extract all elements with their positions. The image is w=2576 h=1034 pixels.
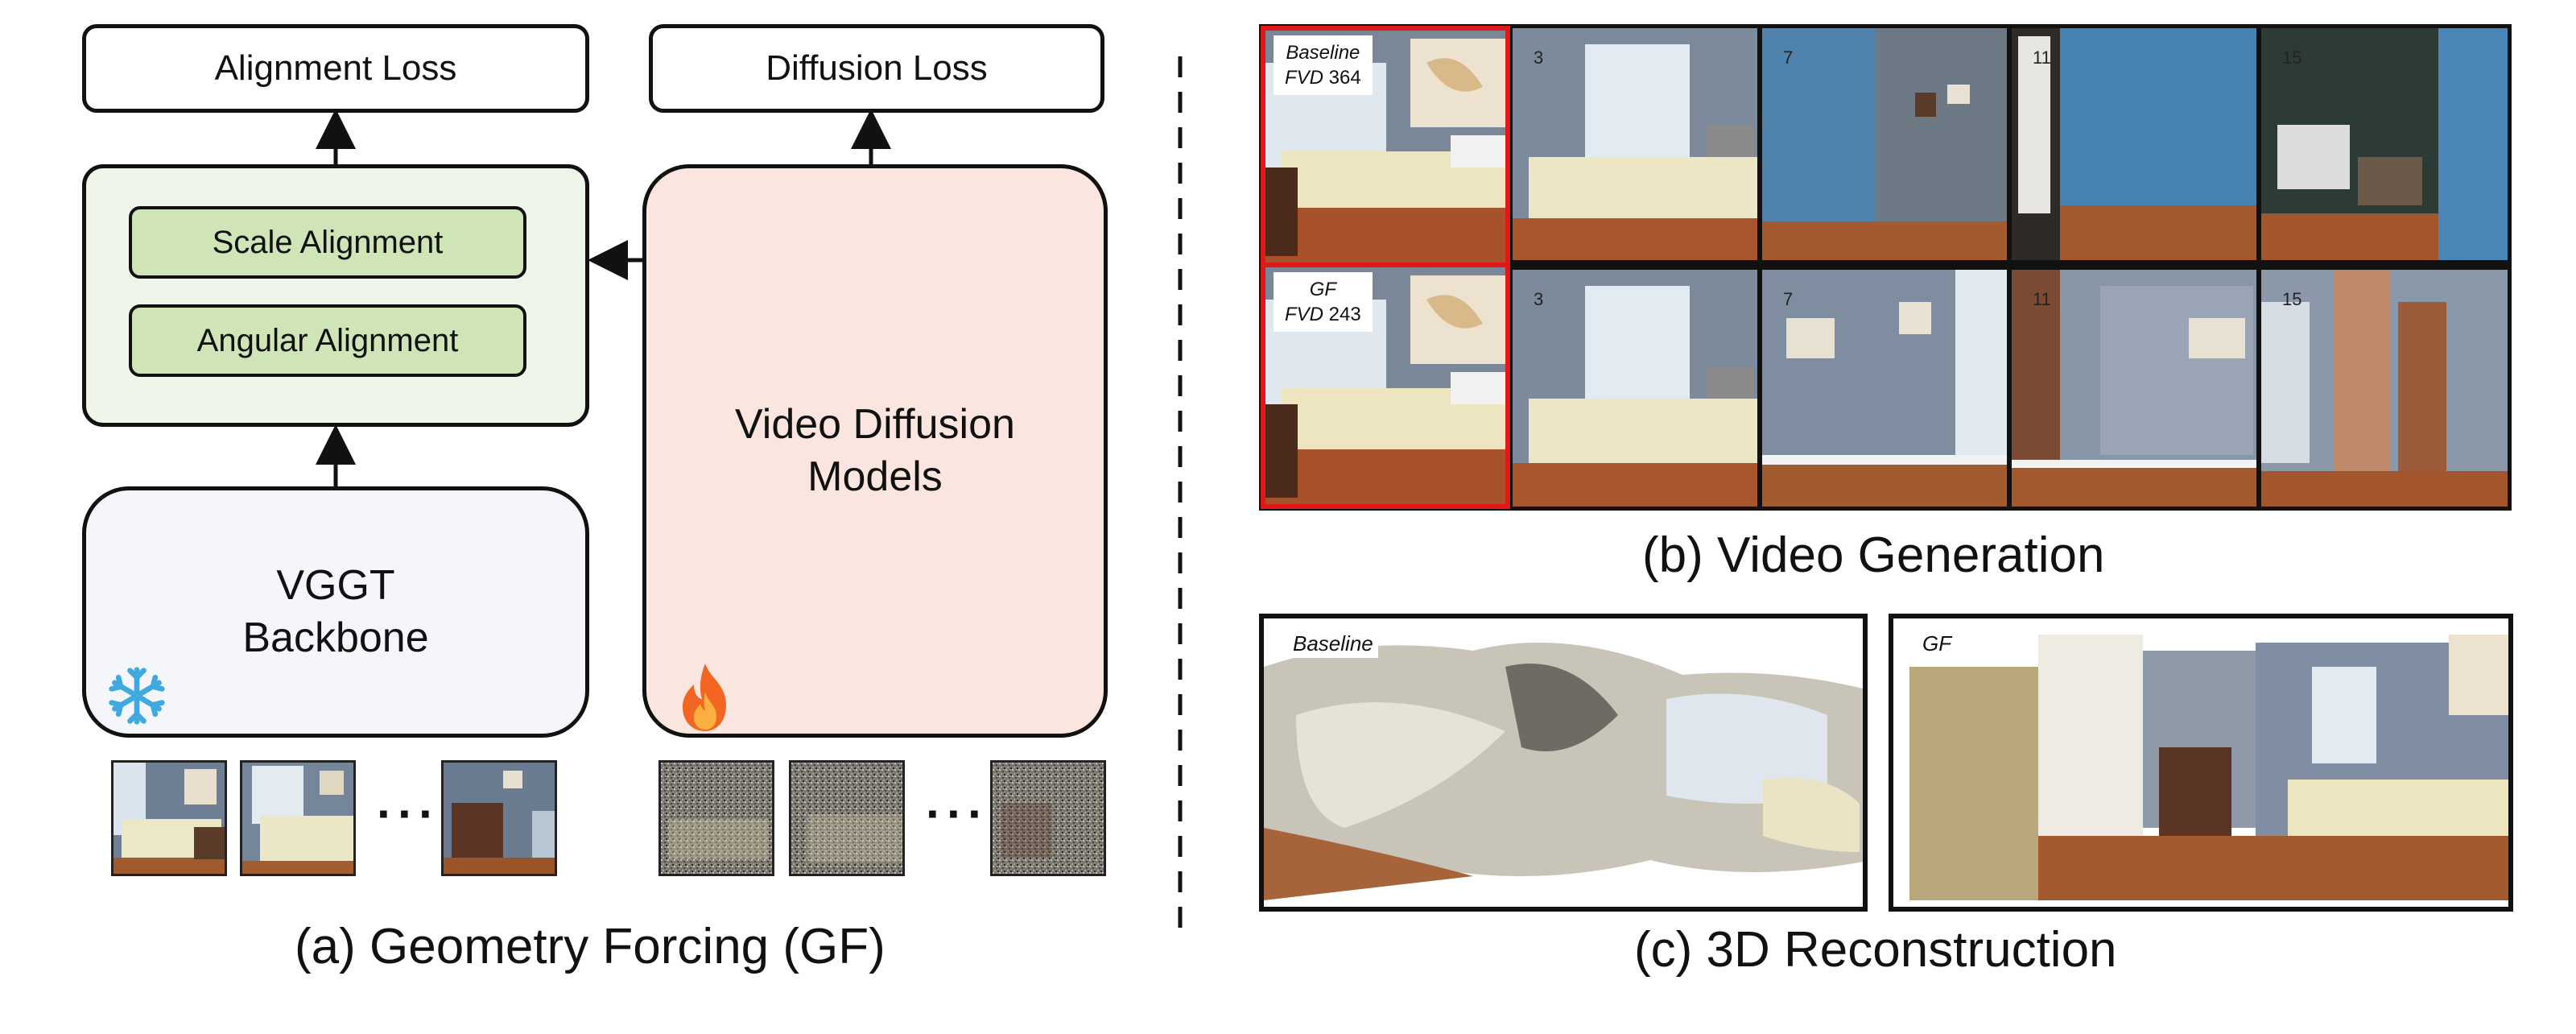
gf-frame-0: GF FVD 243 <box>1261 263 1510 509</box>
baseline-frame-7-number: 7 <box>1783 48 1794 68</box>
alignment-loss-box: Alignment Loss <box>82 24 589 113</box>
vggt-label-line1: VGGT <box>276 562 395 609</box>
vdm-label-line1: Video Diffusion <box>735 401 1015 448</box>
gf-frame-7-number: 7 <box>1783 289 1794 309</box>
baseline-frame-11-number: 11 <box>2033 48 2051 68</box>
gf-reconstruction: GF <box>1889 614 2513 912</box>
gf-frame-15-number: 15 <box>2282 289 2302 309</box>
vggt-input-frame-n <box>441 760 557 876</box>
gf-frame-11-number: 11 <box>2033 289 2051 309</box>
noisy-frame-n <box>990 760 1106 876</box>
panel-divider <box>1178 56 1183 942</box>
baseline-frame-7: 7 <box>1760 26 2009 263</box>
gf-frame-7: 7 <box>1760 267 2009 509</box>
vggt-input-ellipsis: ··· <box>377 787 440 841</box>
baseline-frame-11: 11 <box>2009 26 2259 263</box>
panel-c-caption: (c) 3D Reconstruction <box>1634 922 2117 978</box>
baseline-reconstruction: Baseline <box>1259 614 1868 912</box>
alignment-loss-label: Alignment Loss <box>214 48 457 88</box>
noisy-frame-2 <box>789 760 905 876</box>
scale-alignment-label: Scale Alignment <box>212 224 444 260</box>
panel-a-caption: (a) Geometry Forcing (GF) <box>295 919 886 974</box>
scale-alignment-block: Scale Alignment <box>129 206 526 279</box>
baseline-frame-3: 3 <box>1510 26 1760 263</box>
baseline-frame-0: Baseline FVD 364 <box>1261 26 1510 267</box>
snowflake-icon <box>109 667 165 725</box>
angular-alignment-label: Angular Alignment <box>196 322 459 358</box>
gf-fvd-metric: FVD <box>1285 304 1323 326</box>
vggt-backbone-box: VGGT Backbone <box>82 486 589 738</box>
video-diffusion-models-box: Video Diffusion Models <box>642 164 1108 738</box>
arrows-layer <box>316 109 891 486</box>
noisy-frame-1 <box>658 760 774 876</box>
gf-frame-15: 15 <box>2259 267 2510 509</box>
gf-frame-3-number: 3 <box>1534 289 1544 309</box>
angular-alignment-block: Angular Alignment <box>129 304 526 377</box>
vggt-label-line2: Backbone <box>242 614 429 661</box>
gf-frame-3: 3 <box>1510 267 1760 509</box>
gf-reconstruction-tag: GF <box>1918 630 1957 658</box>
baseline-fvd-value: 364 <box>1328 67 1361 89</box>
gf-label-card: GF FVD 243 <box>1274 272 1373 333</box>
baseline-frame-3-number: 3 <box>1534 48 1544 68</box>
gf-label-name: GF <box>1309 279 1337 300</box>
baseline-label-card: Baseline FVD 364 <box>1274 35 1373 96</box>
baseline-label-name: Baseline <box>1286 42 1360 64</box>
grid-row-divider <box>1510 263 2512 267</box>
gf-fvd-value: 243 <box>1328 304 1361 326</box>
baseline-frame-15-number: 15 <box>2282 48 2302 68</box>
baseline-frame-15: 15 <box>2259 26 2510 263</box>
panel-b-caption: (b) Video Generation <box>1642 527 2105 583</box>
vggt-input-frame-2 <box>240 760 356 876</box>
noisy-frames-ellipsis: ··· <box>926 787 989 841</box>
gf-frame-11: 11 <box>2009 267 2259 509</box>
baseline-reconstruction-tag: Baseline <box>1288 630 1378 658</box>
diffusion-loss-label: Diffusion Loss <box>766 48 988 88</box>
fire-icon <box>683 664 726 731</box>
vggt-input-frame-1 <box>111 760 227 876</box>
vdm-label-line2: Models <box>807 453 943 500</box>
baseline-fvd-metric: FVD <box>1285 67 1323 89</box>
